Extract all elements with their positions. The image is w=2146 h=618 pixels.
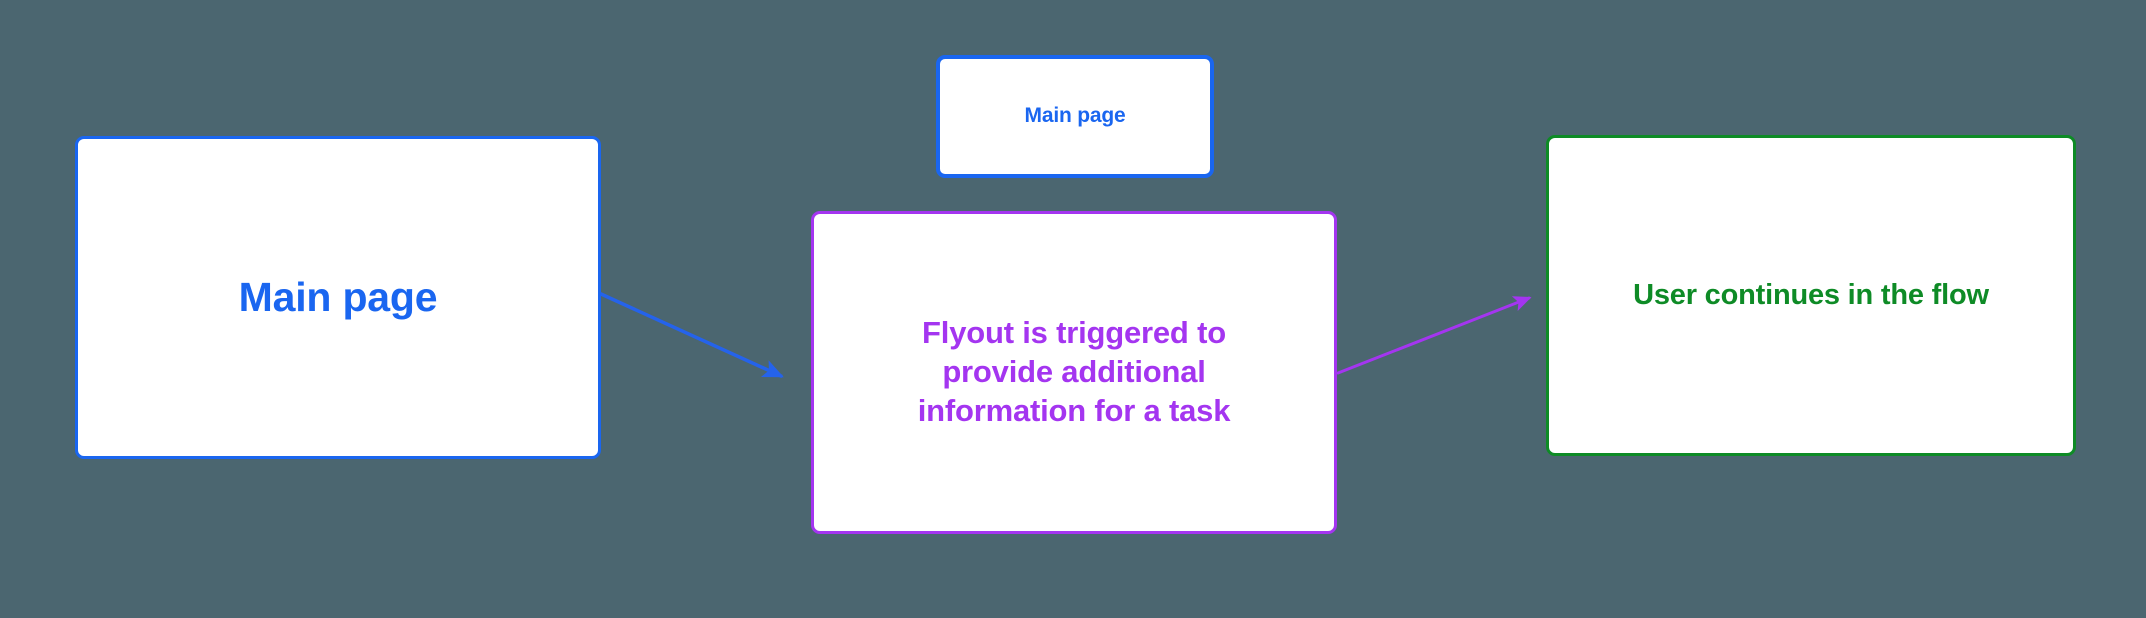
node-label-main-page-large: Main page [238, 274, 438, 321]
node-flyout[interactable]: Flyout is triggered to provide additiona… [811, 211, 1337, 534]
node-label-main-page-small: Main page [1024, 104, 1126, 128]
connector-flyout-to-user-continues [1336, 296, 1532, 375]
node-main-page-large[interactable]: Main page [75, 136, 601, 459]
node-label-flyout: Flyout is triggered to provide additiona… [917, 315, 1231, 428]
connector-main-page-to-flyout [599, 292, 784, 378]
node-user-continues[interactable]: User continues in the flow [1546, 135, 2076, 456]
node-main-page-small[interactable]: Main page [936, 55, 1214, 178]
node-label-user-continues: User continues in the flow [1633, 279, 1989, 312]
